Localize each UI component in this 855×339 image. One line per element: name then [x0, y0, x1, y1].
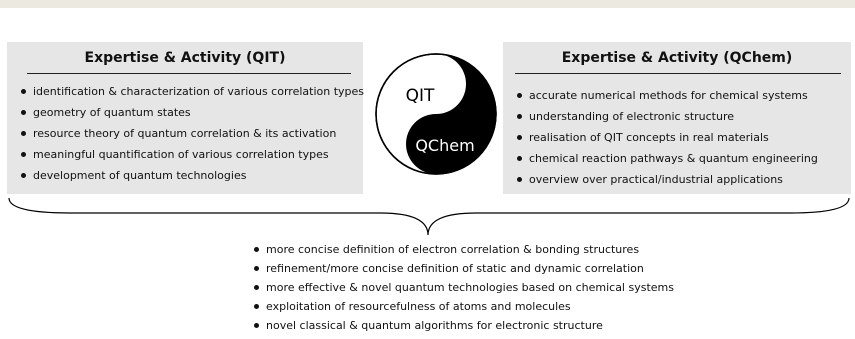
qit-list-item: development of quantum technologies — [21, 169, 364, 190]
qit-expertise-box: Expertise & Activity (QIT) identificatio… — [7, 42, 364, 194]
outcome-list-item: more effective & novel quantum technolog… — [254, 281, 674, 300]
bullet-icon — [21, 89, 26, 94]
bullet-icon — [517, 156, 522, 161]
bullet-icon — [517, 135, 522, 140]
qit-title-rule — [27, 73, 351, 74]
top-bar — [0, 0, 855, 8]
qchem-expertise-box: Expertise & Activity (QChem) accurate nu… — [503, 42, 851, 194]
bullet-icon — [254, 247, 259, 252]
bullet-icon — [21, 110, 26, 115]
outcome-list-item: exploitation of resourcefulness of atoms… — [254, 300, 674, 319]
outcome-list-item: more concise definition of electron corr… — [254, 243, 674, 262]
qchem-list-item: overview over practical/industrial appli… — [517, 173, 818, 194]
qchem-list-item: realisation of QIT concepts in real mate… — [517, 131, 818, 152]
qchem-box-title: Expertise & Activity (QChem) — [561, 50, 793, 66]
qit-list-item: geometry of quantum states — [21, 106, 364, 127]
brace-curve — [8, 197, 850, 236]
qchem-list-item: accurate numerical methods for chemical … — [517, 89, 818, 110]
yin-yang-symbol: QIT QChem — [375, 53, 497, 175]
bullet-icon — [517, 177, 522, 182]
qchem-list-item: chemical reaction pathways & quantum eng… — [517, 152, 818, 173]
yin-yang-outline — [375, 53, 497, 175]
bullet-icon — [21, 131, 26, 136]
bullet-icon — [254, 323, 259, 328]
qchem-activity-list: accurate numerical methods for chemical … — [517, 89, 818, 194]
qit-box-title: Expertise & Activity (QIT) — [84, 50, 286, 66]
yin-yang-dark-half — [406, 54, 496, 174]
synergy-outcomes-list: more concise definition of electron corr… — [254, 243, 674, 338]
qit-list-item: resource theory of quantum correlation &… — [21, 127, 364, 148]
qchem-list-item: understanding of electronic structure — [517, 110, 818, 131]
qchem-label: QChem — [415, 136, 474, 155]
qit-list-item: meaningful quantification of various cor… — [21, 148, 364, 169]
qit-label: QIT — [406, 86, 435, 106]
qit-activity-list: identification & characterization of var… — [21, 85, 364, 190]
bullet-icon — [254, 266, 259, 271]
bullet-icon — [517, 114, 522, 119]
outcome-list-item: refinement/more concise definition of st… — [254, 262, 674, 281]
bullet-icon — [517, 93, 522, 98]
bullet-icon — [21, 152, 26, 157]
qchem-title-rule — [515, 73, 841, 74]
connecting-brace — [8, 197, 850, 236]
qit-list-item: identification & characterization of var… — [21, 85, 364, 106]
outcome-list-item: novel classical & quantum algorithms for… — [254, 319, 674, 338]
bullet-icon — [21, 173, 26, 178]
bullet-icon — [254, 304, 259, 309]
bullet-icon — [254, 285, 259, 290]
